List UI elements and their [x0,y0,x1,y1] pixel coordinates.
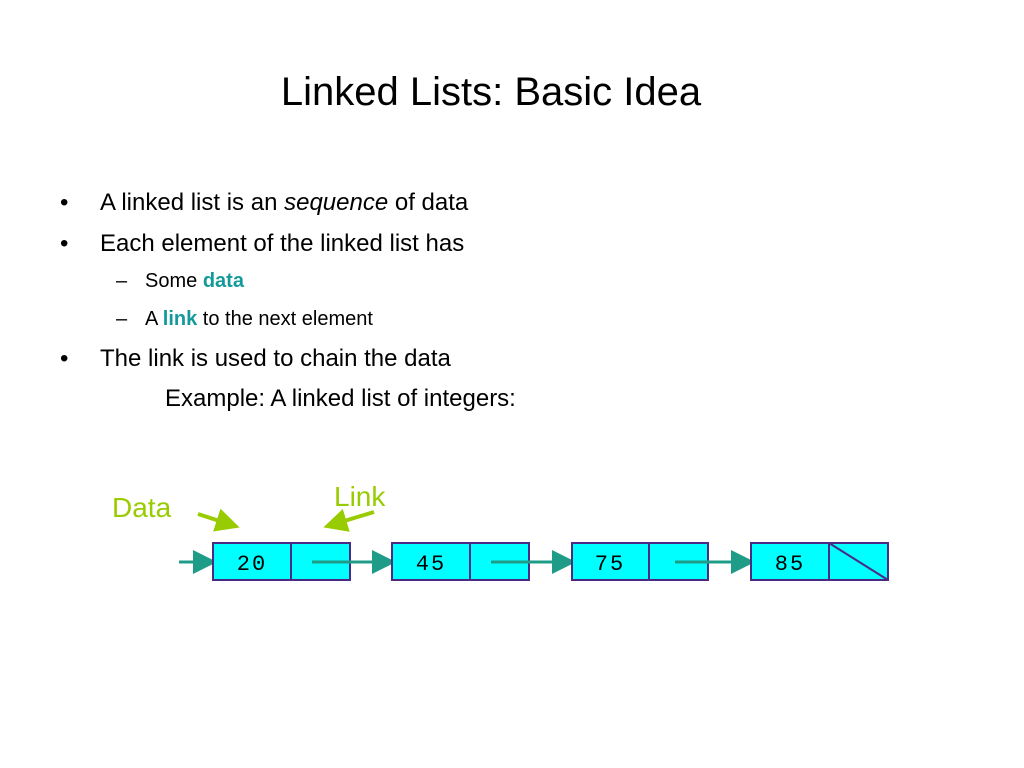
node-value: 20 [237,552,267,577]
sub-bullet-link: A link to the next element [145,308,373,330]
node-value: 75 [595,552,625,577]
keyword-data: data [202,270,244,292]
annotation-data-label: Data [112,492,172,523]
annotation-data-arrow [197,508,240,532]
node-data-cell [212,542,292,581]
sub-bullet-marker: – [116,308,128,330]
sub-bullet-data: Some data [145,270,244,292]
bullet-marker: • [60,189,69,216]
annotation-link-label: Link [334,481,386,512]
null-link-slash [828,542,889,581]
node-data-cell [391,542,471,581]
bullet-item-sequence: A linked list is an sequence of data [100,189,469,216]
keyword-link: link [162,308,198,330]
bullet-marker: • [60,230,69,257]
node-value: 85 [775,552,805,577]
list-node-tail: 85 [750,542,889,581]
slide-title: Linked Lists: Basic Idea [280,70,702,114]
bullet-item-element-has: Each element of the linked list has [100,230,465,257]
bullet-item-chain: The link is used to chain the data [100,345,451,372]
bullet-marker: • [60,345,69,372]
emphasis-sequence: sequence [284,189,389,216]
sub-bullet-marker: – [116,270,128,292]
node-data-cell [571,542,650,581]
annotation-link-arrow [323,508,375,532]
node-data-cell [750,542,830,581]
node-value: 45 [416,552,446,577]
example-caption: Example: A linked list of integers: [165,385,516,412]
